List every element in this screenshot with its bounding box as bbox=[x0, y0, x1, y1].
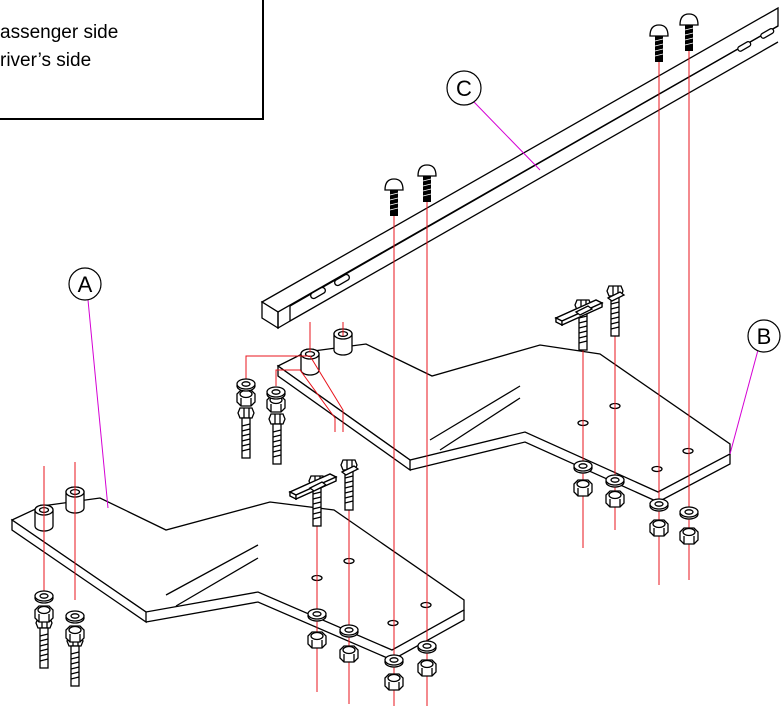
callout-a: A bbox=[68, 267, 109, 509]
callout-c: C bbox=[446, 70, 541, 171]
centerlines bbox=[43, 20, 690, 706]
svg-text:C: C bbox=[456, 76, 472, 101]
assembly-leader-lines bbox=[245, 355, 344, 432]
rail-c bbox=[260, 6, 779, 330]
callout-b: B bbox=[729, 319, 781, 455]
bracket-b bbox=[276, 328, 731, 503]
legend-box: assenger side river’s side bbox=[0, 0, 264, 120]
svg-text:B: B bbox=[757, 324, 772, 349]
bracket-a bbox=[10, 486, 465, 661]
legend-passenger-side: assenger side bbox=[0, 22, 119, 43]
clamp-plate-a bbox=[289, 459, 360, 527]
svg-text:A: A bbox=[78, 272, 93, 297]
rail-slot bbox=[310, 28, 775, 300]
legend-drivers-side: river’s side bbox=[0, 50, 92, 71]
clamp-plate-b bbox=[555, 285, 626, 351]
